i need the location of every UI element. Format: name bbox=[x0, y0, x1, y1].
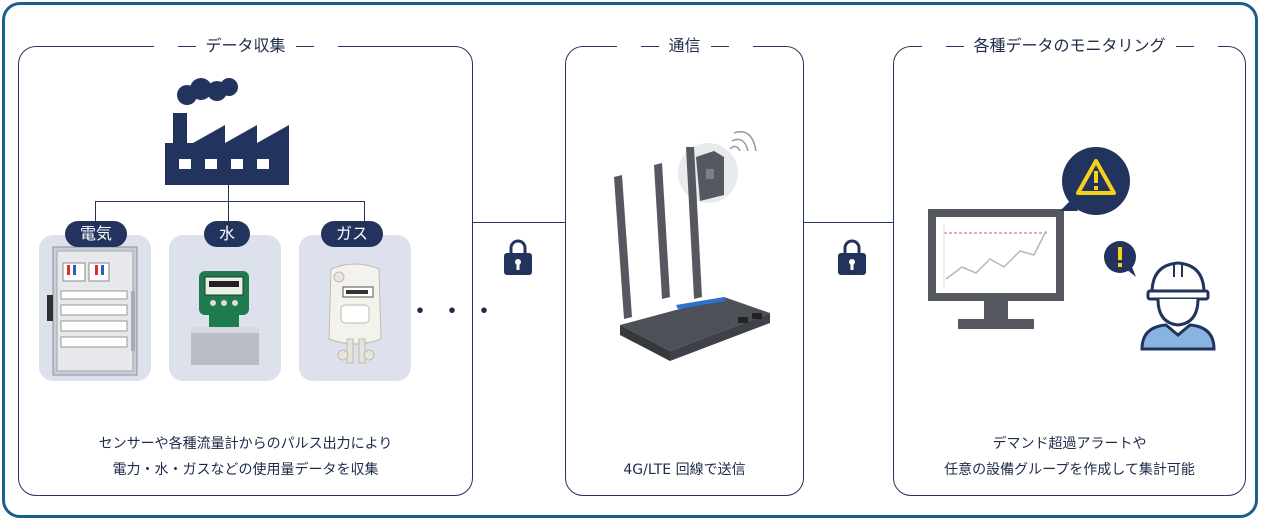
data-collection-desc-line1: センサーや各種流量計からのパルス出力により bbox=[98, 436, 393, 452]
warning-alert-icon bbox=[1060, 147, 1130, 215]
gas-meter-image bbox=[328, 263, 382, 364]
water-card bbox=[169, 235, 281, 381]
lock-icon bbox=[504, 239, 532, 275]
worker-helmet-icon bbox=[1140, 261, 1216, 351]
connector-line bbox=[804, 222, 893, 223]
tree-connector bbox=[228, 185, 229, 201]
category-gas: ガス bbox=[321, 221, 383, 247]
lte-router-image bbox=[614, 147, 770, 361]
water-meter-image bbox=[191, 271, 259, 365]
data-collection-desc-line2: 電力・水・ガスなどの使用量データを収集 bbox=[112, 462, 379, 478]
category-water: 水 bbox=[204, 221, 250, 247]
communication-title: 通信 bbox=[616, 35, 753, 57]
exclamation-bubble-icon bbox=[1104, 241, 1136, 277]
monitoring-title: 各種データのモニタリング bbox=[921, 35, 1218, 57]
monitor-chart-icon bbox=[928, 209, 1064, 329]
electricity-card bbox=[39, 235, 151, 381]
connector-line bbox=[473, 222, 565, 223]
factory-icon bbox=[165, 78, 289, 185]
distribution-panel-image bbox=[47, 246, 138, 376]
communication-panel: 通信 4G/LTE 回線で送信 bbox=[565, 35, 804, 496]
gas-card bbox=[299, 235, 411, 381]
monitoring-desc-line1: デマンド超過アラートや bbox=[992, 436, 1147, 452]
data-collection-panel: データ収集 電気 bbox=[18, 35, 497, 496]
category-electricity: 電気 bbox=[65, 221, 127, 247]
monitoring-desc-line2: 任意の設備グループを作成して集計可能 bbox=[944, 462, 1195, 478]
tree-connector bbox=[228, 201, 229, 221]
communication-desc: 4G/LTE 回線で送信 bbox=[623, 462, 746, 478]
data-collection-title: データ収集 bbox=[153, 35, 338, 57]
tree-connector bbox=[95, 201, 365, 222]
lock-icon bbox=[838, 239, 866, 275]
monitoring-panel: 各種データのモニタリング デマンド超過アラートや 任意の設備グループを作成して集… bbox=[893, 35, 1246, 496]
more-ellipsis: ・・・ bbox=[407, 297, 504, 327]
